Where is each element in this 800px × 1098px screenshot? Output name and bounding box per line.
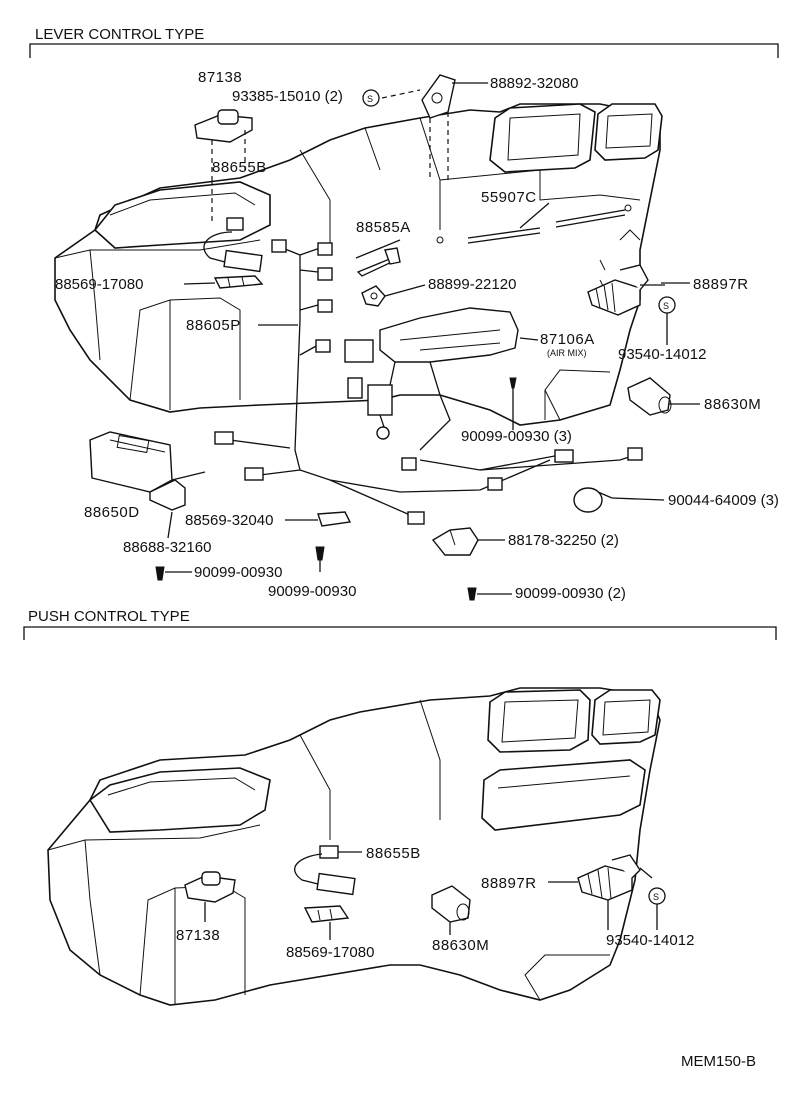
push-label-88630m: 88630M bbox=[432, 937, 489, 954]
push-section-bracket bbox=[23, 626, 777, 640]
part-88630m bbox=[627, 377, 672, 416]
label-90099-b: 90099-00930 bbox=[268, 583, 356, 600]
label-88569-32040: 88569-32040 bbox=[185, 512, 273, 529]
push-label-88569-17080: 88569-17080 bbox=[286, 944, 374, 961]
part-88897r-sensor bbox=[587, 264, 665, 316]
label-88899: 88899-22120 bbox=[428, 276, 516, 293]
part-88650d-amplifier bbox=[89, 431, 173, 493]
push-section-header: PUSH CONTROL TYPE bbox=[23, 608, 777, 640]
lever-leader-lines bbox=[165, 82, 700, 595]
label-90099-a: 90099-00930 bbox=[194, 564, 282, 581]
part-88655b-connector bbox=[203, 180, 263, 273]
part-87106a-air-mix-servo bbox=[344, 307, 519, 451]
label-90099-3: 90099-00930 (3) bbox=[461, 428, 572, 445]
label-88585a: 88585A bbox=[356, 219, 411, 236]
part-87138-sensor bbox=[194, 109, 253, 180]
lever-section-bracket bbox=[29, 43, 779, 58]
label-88892: 88892-32080 bbox=[490, 75, 578, 92]
push-label-93540: 93540-14012 bbox=[606, 932, 694, 949]
push-part-labels: 88655B 88897R 87138 88569-17080 88630M 9… bbox=[176, 845, 694, 961]
lever-section-header: LEVER CONTROL TYPE bbox=[29, 26, 779, 58]
lever-part-labels: 87138 93385-15010 (2) 88892-32080 88655B… bbox=[55, 69, 779, 602]
s-symbol-lever-2: S bbox=[658, 296, 676, 345]
label-88630m: 88630M bbox=[704, 396, 761, 413]
push-part-88630m bbox=[431, 885, 471, 935]
part-90044-clamp bbox=[573, 487, 613, 513]
push-part-88655b-connector bbox=[294, 845, 362, 896]
lever-hvac-unit bbox=[54, 103, 663, 426]
label-88655b: 88655B bbox=[212, 159, 267, 176]
push-label-88655b: 88655B bbox=[366, 845, 421, 862]
push-section-title: PUSH CONTROL TYPE bbox=[28, 608, 190, 625]
label-90044: 90044-64009 (3) bbox=[668, 492, 779, 509]
label-88897r: 88897R bbox=[693, 276, 749, 293]
label-87138: 87138 bbox=[198, 69, 242, 86]
push-part-88897r-sensor bbox=[548, 854, 653, 930]
figure-code: MEM150-B bbox=[681, 1053, 756, 1070]
part-90099-screw-group bbox=[155, 377, 517, 601]
label-87106a-note: (AIR MIX) bbox=[547, 348, 587, 358]
label-88605p: 88605P bbox=[186, 317, 241, 334]
label-88178: 88178-32250 (2) bbox=[508, 532, 619, 549]
label-87106a: 87106A bbox=[540, 331, 595, 348]
push-part-87138-sensor bbox=[184, 871, 236, 922]
part-55907c-rod bbox=[436, 204, 632, 244]
push-label-87138: 87138 bbox=[176, 927, 220, 944]
part-88605p-wire-harness bbox=[214, 239, 643, 525]
part-88569-32040-clip bbox=[317, 511, 352, 527]
push-label-88897r: 88897R bbox=[481, 875, 537, 892]
s-symbol-push: S bbox=[648, 887, 666, 930]
label-88688: 88688-32160 bbox=[123, 539, 211, 556]
label-55907c: 55907C bbox=[481, 189, 537, 206]
svg-text:S: S bbox=[663, 301, 669, 311]
part-88688-bracket bbox=[149, 471, 206, 511]
label-93540: 93540-14012 bbox=[618, 346, 706, 363]
label-88650d: 88650D bbox=[84, 504, 140, 521]
push-hvac-unit bbox=[47, 687, 661, 1006]
part-88178-bracket bbox=[431, 527, 479, 556]
svg-text:S: S bbox=[367, 94, 373, 104]
push-part-88569-17080-clip bbox=[303, 905, 350, 940]
part-88899-22120 bbox=[361, 285, 386, 307]
part-88569-17080-clip bbox=[213, 275, 264, 289]
part-88892-bracket bbox=[381, 74, 456, 180]
part-88585a-bolt bbox=[356, 247, 401, 277]
lever-section-title: LEVER CONTROL TYPE bbox=[35, 26, 204, 43]
label-93385: 93385-15010 (2) bbox=[232, 88, 343, 105]
s-symbol-lever-1: S bbox=[362, 89, 380, 107]
label-88569-17080: 88569-17080 bbox=[55, 276, 143, 293]
label-90099-2: 90099-00930 (2) bbox=[515, 585, 626, 602]
svg-text:S: S bbox=[653, 892, 659, 902]
